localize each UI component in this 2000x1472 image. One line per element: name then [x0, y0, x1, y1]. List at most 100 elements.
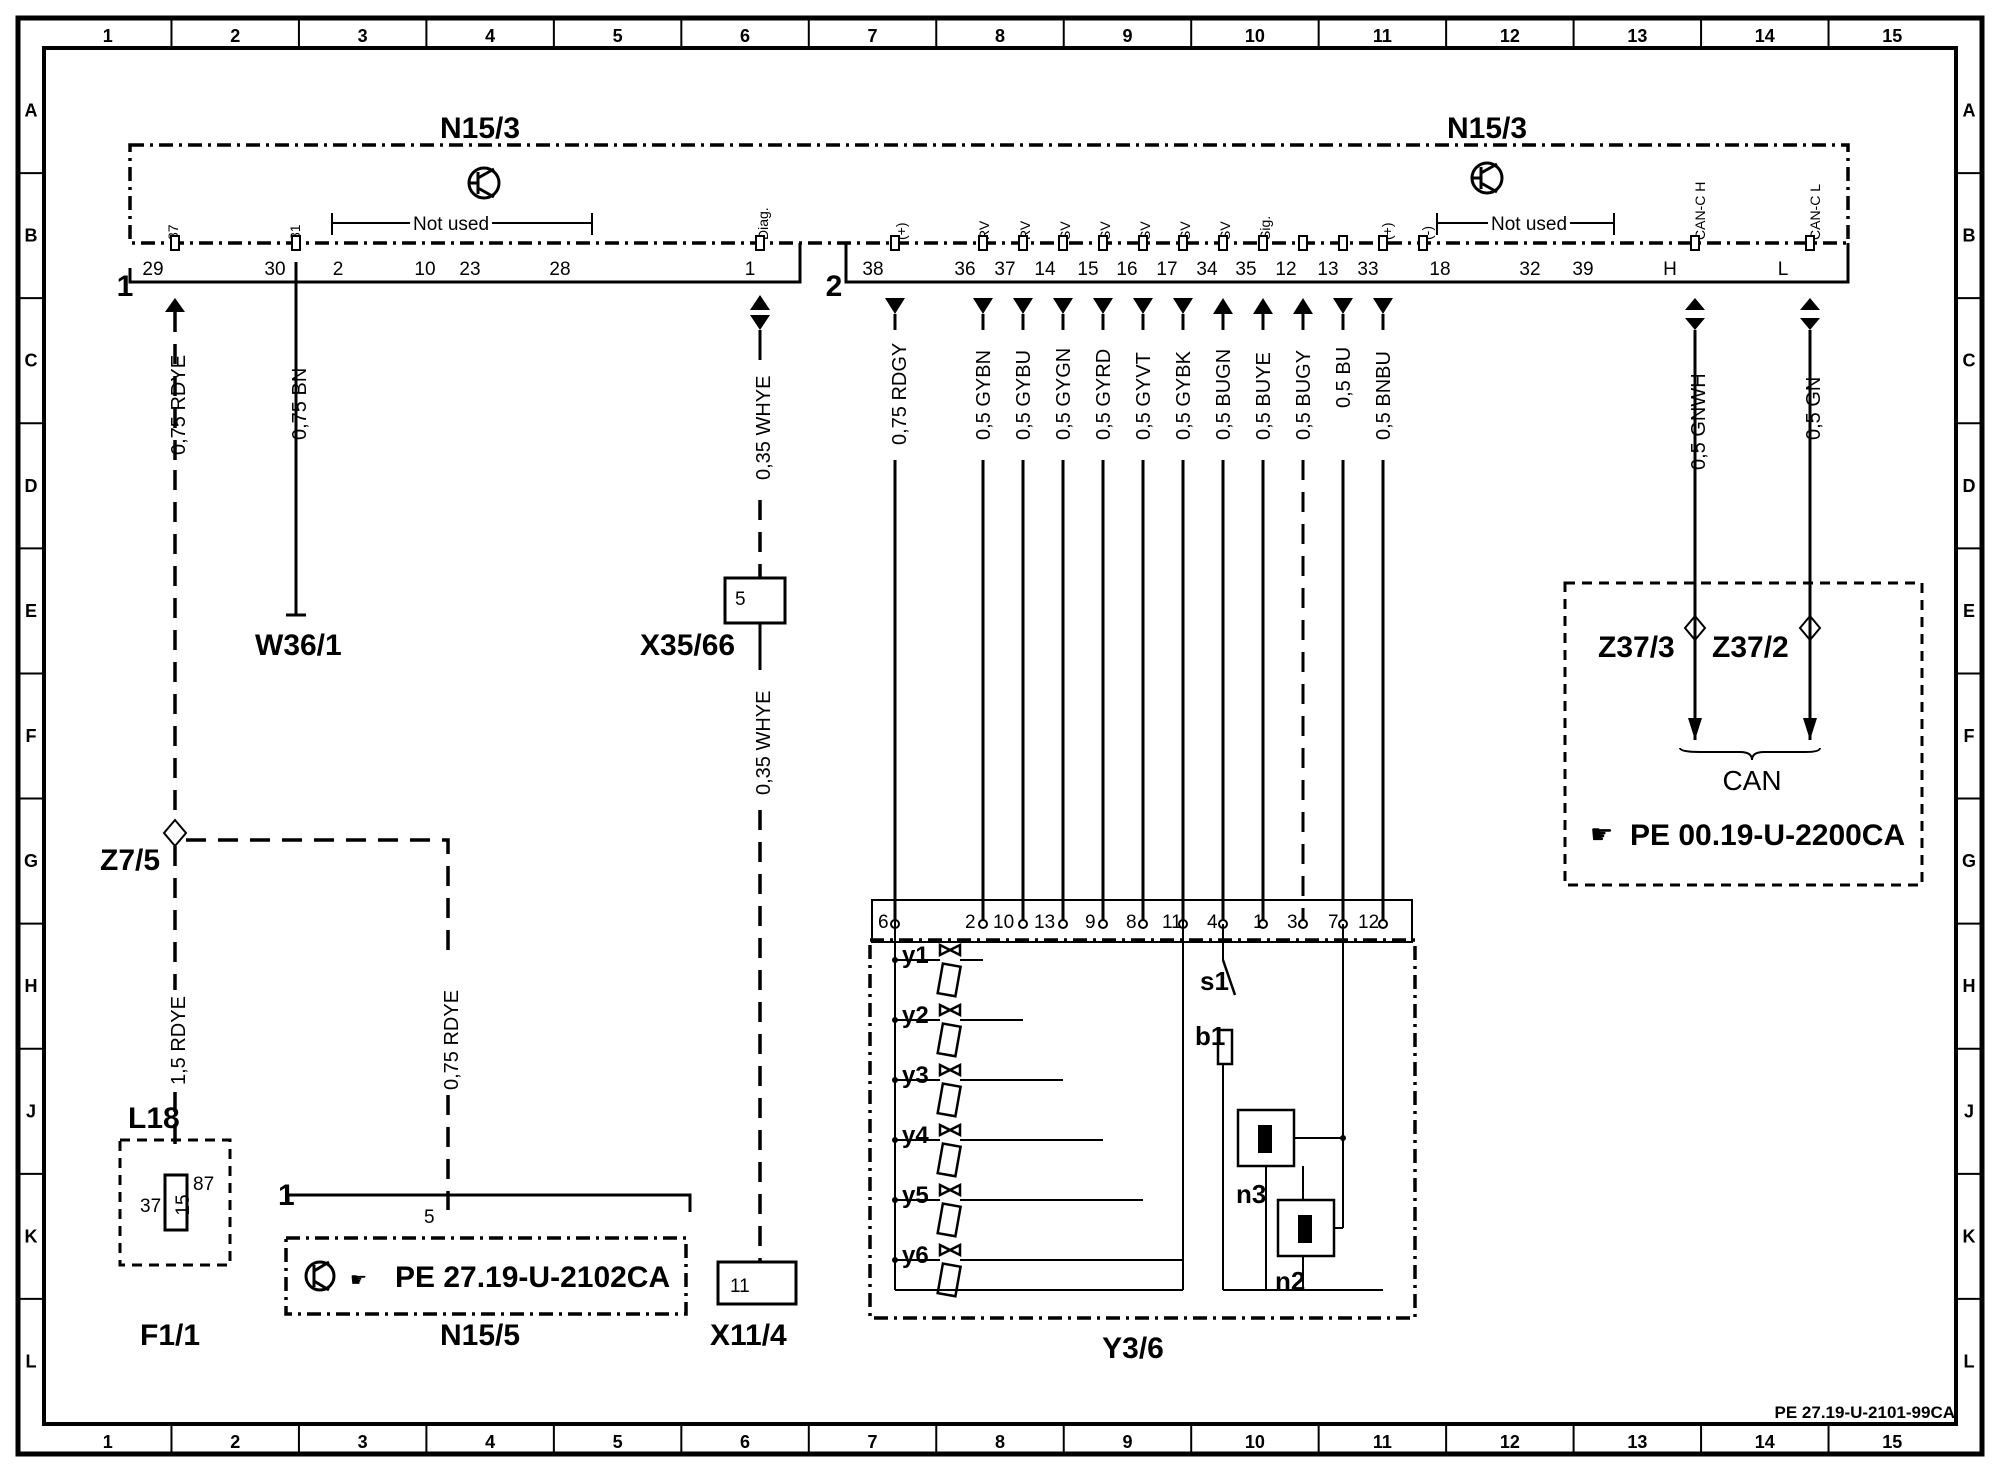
grid-col-bottom: 4	[485, 1432, 495, 1452]
n2-label: n2	[1275, 1266, 1305, 1296]
n15-5-conn: 1	[278, 1179, 295, 1212]
can-box	[1563, 581, 1924, 887]
pin-stubs	[170, 235, 1815, 251]
l18-pin-15: 15	[173, 1194, 194, 1215]
l18-pin-37: 37	[140, 1196, 161, 1217]
svg-text:2: 2	[965, 912, 976, 933]
svg-text:35: 35	[1235, 259, 1256, 280]
svg-text:4: 4	[1207, 912, 1218, 933]
svg-text:13: 13	[1317, 259, 1338, 280]
grid-col-bottom: 7	[868, 1432, 878, 1452]
y3-6-connector	[871, 899, 1413, 943]
grid-row-left: K	[25, 1226, 38, 1246]
grid-row-right: E	[1963, 601, 1975, 621]
y3-6-pin-labels: 6 2 10 13 9 8 11 4 1 3 7 12	[878, 912, 1379, 933]
svg-text:34: 34	[1196, 259, 1218, 280]
svg-text:10: 10	[993, 912, 1014, 933]
svg-text:CAN-C L: CAN-C L	[1807, 184, 1823, 240]
grid-col-top: 4	[485, 26, 495, 46]
svg-text:Sig.: Sig.	[1257, 216, 1273, 240]
reference-hand-icon: ☛	[350, 1270, 367, 1291]
reference-hand-icon: ☛	[1590, 819, 1613, 849]
grid-col-bottom: 9	[1122, 1432, 1132, 1452]
n15-3-label-right: N15/3	[1447, 112, 1527, 145]
grid-row-right: D	[1963, 476, 1976, 496]
svg-text:0,5 GNWH: 0,5 GNWH	[1688, 373, 1710, 470]
grid-row-left: G	[24, 851, 38, 871]
arrow-down-icon	[1688, 718, 1702, 740]
grid-col-bottom: 10	[1245, 1432, 1265, 1452]
transistor-icon	[1470, 161, 1504, 195]
grid-row-right: C	[1963, 351, 1976, 371]
l18-label: L18	[128, 1102, 180, 1135]
right-pin-labels: 38 36 37 14 15 16 17 34 35 12 13 33 18 3…	[862, 182, 1823, 280]
f1-1-box	[118, 1138, 232, 1267]
grid-col-bottom: 13	[1627, 1432, 1647, 1452]
svg-text:37: 37	[994, 259, 1015, 280]
svg-text:0,5 GYBN: 0,5 GYBN	[973, 350, 995, 440]
x35-66-connector	[723, 576, 787, 625]
x11-4-connector	[716, 1260, 798, 1306]
n15-5-box	[284, 1236, 688, 1316]
grid-row-left: A	[25, 101, 38, 121]
svg-text:17: 17	[1156, 259, 1177, 280]
svg-text:3: 3	[1287, 912, 1298, 933]
svg-text:0,5 GN: 0,5 GN	[1803, 377, 1825, 440]
svg-text:y3: y3	[902, 1062, 929, 1089]
n3-label: n3	[1236, 1179, 1266, 1209]
fuse-icon	[163, 1173, 189, 1232]
svg-text:0,5 GYBK: 0,5 GYBK	[1173, 350, 1195, 440]
svg-text:0,75 RDGY: 0,75 RDGY	[889, 343, 911, 445]
n15-5-pin: 5	[424, 1207, 435, 1228]
n15-5-label: N15/5	[440, 1319, 520, 1352]
grid-col-bottom: 11	[1373, 1432, 1392, 1452]
svg-text:0,5 GYBU: 0,5 GYBU	[1013, 350, 1035, 440]
grid-row-right: B	[1963, 226, 1976, 246]
svg-text:9: 9	[1085, 912, 1096, 933]
svg-text:33: 33	[1357, 259, 1378, 280]
grid-col-top: 12	[1500, 26, 1520, 46]
svg-text:36: 36	[954, 259, 975, 280]
grid-col-top: 3	[358, 26, 368, 46]
n15-5-ref: PE 27.19-U-2102CA	[395, 1261, 670, 1294]
grid-col-bottom: 14	[1755, 1432, 1775, 1452]
svg-text:15: 15	[1077, 259, 1098, 280]
grid-col-bottom: 3	[358, 1432, 368, 1452]
pin-29: 29	[142, 259, 163, 280]
grid-col-top: 14	[1755, 26, 1775, 46]
svg-text:0,5 BNBU: 0,5 BNBU	[1373, 351, 1395, 440]
pin-28: 28	[549, 259, 570, 280]
arrow-down-icon	[1803, 718, 1817, 740]
grid-row-right: G	[1962, 851, 1976, 871]
transistor-icon	[467, 166, 501, 200]
svg-text:H: H	[1663, 259, 1677, 280]
can-brace	[1679, 747, 1821, 761]
pin-10: 10	[414, 259, 435, 280]
grid-row-right: H	[1963, 976, 1976, 996]
svg-text:12: 12	[1358, 912, 1379, 933]
svg-text:0,5 BUGN: 0,5 BUGN	[1213, 349, 1235, 440]
svg-text:0,5 BU: 0,5 BU	[1333, 347, 1355, 408]
svg-text:14: 14	[1034, 259, 1056, 280]
z7-5-label: Z7/5	[100, 844, 160, 877]
grid-col-top: 5	[613, 26, 623, 46]
grid-col-bottom: 12	[1500, 1432, 1520, 1452]
grid-col-top: 10	[1245, 26, 1265, 46]
svg-text:L: L	[1778, 259, 1789, 280]
s1-label: s1	[1200, 966, 1229, 996]
grid-col-top: 7	[868, 26, 878, 46]
grid-row-right: J	[1964, 1101, 1974, 1121]
x11-pin: 11	[730, 1276, 750, 1297]
svg-text:y2: y2	[902, 1002, 929, 1029]
svg-text:12: 12	[1275, 259, 1296, 280]
wire-label: 0,75 RDYE	[441, 990, 463, 1090]
can-label: CAN	[1722, 765, 1781, 796]
svg-text:y4: y4	[902, 1122, 929, 1149]
x35-66-label: X35/66	[640, 629, 735, 662]
splice-z37-3	[1683, 614, 1707, 642]
grid-col-bottom: 2	[230, 1432, 240, 1452]
pin-2: 2	[333, 259, 344, 280]
svg-text:16: 16	[1116, 259, 1137, 280]
y3-6-box	[868, 938, 1417, 1320]
svg-text:13: 13	[1034, 912, 1055, 933]
